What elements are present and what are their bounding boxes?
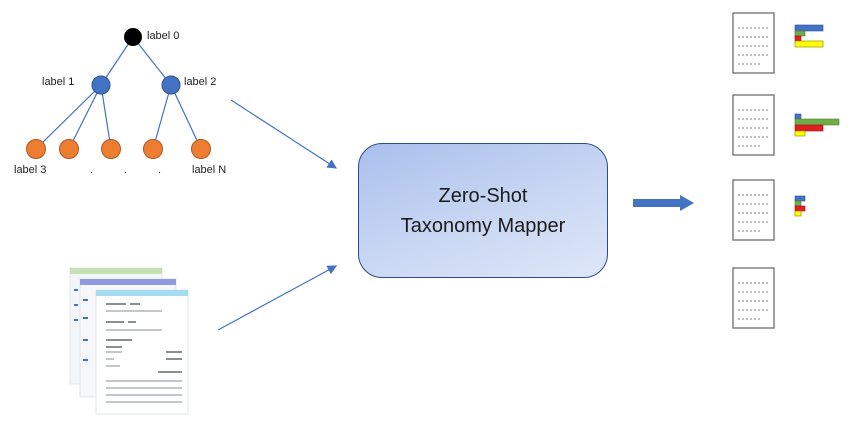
bar-chart-icon: [794, 195, 806, 217]
edge-label2-leaf5: [170, 84, 202, 150]
root-label: label 0: [147, 30, 180, 42]
leaf-ellipsis-dot: .: [158, 164, 162, 176]
arrow-taxonomy-to-mapper: [230, 99, 338, 169]
document-stack-icon: [69, 267, 189, 415]
mapper-title: Zero-Shot Taxonomy Mapper: [401, 181, 566, 241]
arrow-documents-to-mapper: [217, 265, 338, 331]
leaf-ellipsis-dot: .: [90, 164, 94, 176]
level1-label-left: label 1: [42, 76, 75, 88]
leaf-label-first: label 3: [14, 164, 47, 176]
leaf-ellipsis-dot: .: [124, 164, 128, 176]
document-icon: [732, 12, 775, 74]
leaf-node: [26, 139, 46, 159]
edge-root-label2: [132, 36, 172, 86]
edge-root-label1: [100, 36, 134, 86]
bar-chart-icon: [794, 24, 824, 48]
output-document-4: [732, 267, 775, 329]
leaf-node: [101, 139, 121, 159]
edge-label1-leaf3: [100, 84, 112, 150]
zero-shot-mapper-box: Zero-Shot Taxonomy Mapper: [358, 143, 608, 278]
leaf-node: [59, 139, 79, 159]
output-document-3: [732, 179, 806, 241]
output-document-1: [732, 12, 824, 74]
edge-label2-leaf4: [152, 84, 172, 150]
document-icon: [732, 267, 775, 329]
output-arrow: [633, 195, 694, 211]
bar-chart-icon: [794, 113, 840, 137]
edge-label1-leaf2: [68, 84, 102, 150]
level1-node-left: [91, 75, 111, 95]
edge-label1-leaf1: [35, 84, 102, 150]
output-document-2: [732, 94, 840, 156]
level1-label-right: label 2: [184, 76, 217, 88]
level1-node-right: [161, 75, 181, 95]
mapper-title-line2: Taxonomy Mapper: [400, 214, 566, 237]
mapper-title-line1: Zero-Shot: [438, 184, 528, 207]
root-node: [124, 28, 142, 46]
document-icon: [732, 94, 775, 156]
document-icon: [732, 179, 775, 241]
leaf-node: [143, 139, 163, 159]
taxonomy-tree-edges: [35, 36, 202, 150]
leaf-label-last: label N: [192, 164, 227, 176]
leaf-node: [191, 139, 211, 159]
